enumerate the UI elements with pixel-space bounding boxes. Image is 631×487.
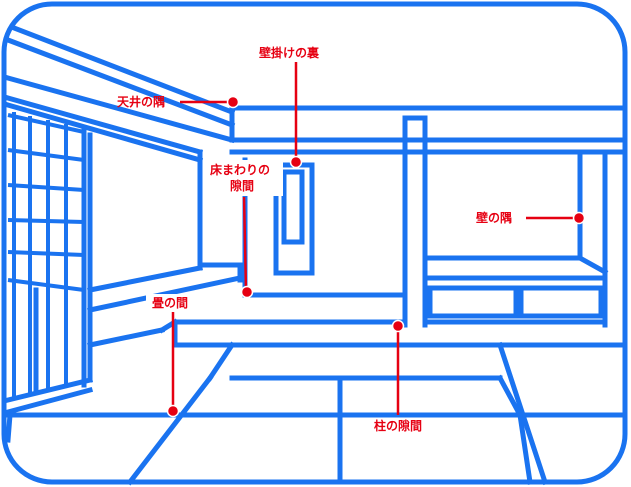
right-alcove xyxy=(422,149,609,328)
label-tatami-aida: 畳の間 xyxy=(152,296,188,310)
callout-hashira-sukima: 柱の隙間 xyxy=(374,319,422,433)
label-kabe-sumi: 壁の隅 xyxy=(476,210,512,225)
label-hashira-sukima: 柱の隙間 xyxy=(374,418,422,433)
room-line-art xyxy=(3,24,623,486)
callout-tatami-aida: 畳の間 xyxy=(146,294,202,418)
label-tenjou-sumi: 天井の隅 xyxy=(117,94,165,109)
label-yukamawari-line1: 床まわりの xyxy=(210,162,270,177)
tatami-floor xyxy=(3,341,623,486)
callout-kabe-sumi: 壁の隅 xyxy=(476,210,586,225)
label-kabekake-ura: 壁掛けの裏 xyxy=(259,45,320,60)
shoji-window xyxy=(7,112,87,400)
callout-yukamawari: 床まわりの 隙間 xyxy=(203,160,283,299)
label-yukamawari-line2: 隙間 xyxy=(230,179,254,193)
callout-tenjou-sumi: 天井の隅 xyxy=(117,94,240,109)
callout-kabekake-ura: 壁掛けの裏 xyxy=(259,45,320,169)
